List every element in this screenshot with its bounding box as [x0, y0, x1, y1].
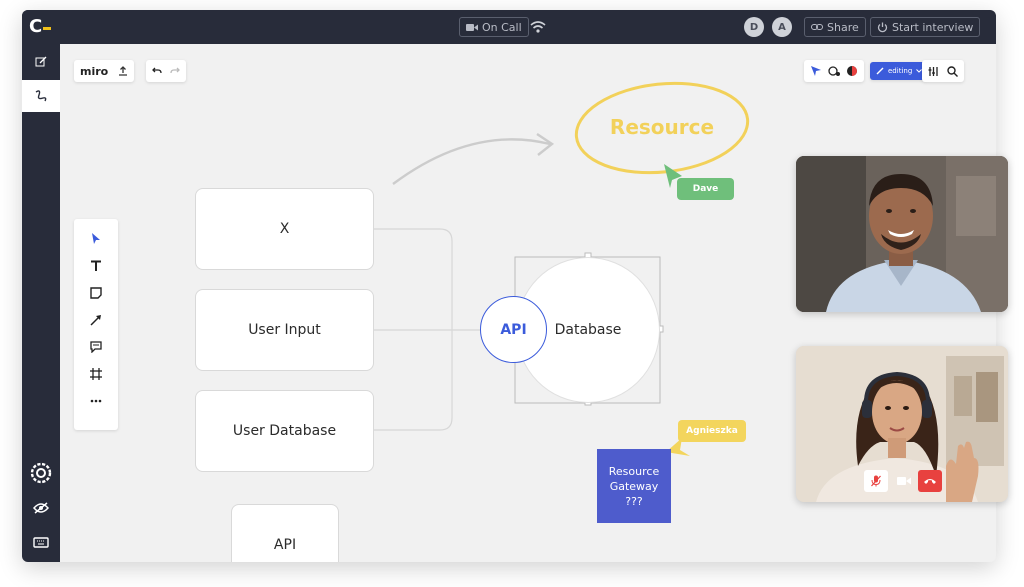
avatar[interactable]: D — [744, 17, 764, 37]
sticky-note-icon — [90, 286, 102, 299]
diagram-connectors — [374, 81, 750, 456]
resource-label[interactable]: Resource — [609, 115, 715, 139]
box-x[interactable]: X — [195, 188, 374, 270]
on-call-button[interactable]: On Call — [459, 17, 529, 37]
top-bar: On Call D A Share Start interview — [22, 10, 996, 44]
api-circle[interactable]: API — [480, 296, 547, 363]
redo-icon[interactable] — [170, 67, 180, 75]
filter-icon[interactable] — [928, 66, 939, 77]
box-user-input[interactable]: User Input — [195, 289, 374, 371]
notes-button[interactable] — [22, 46, 60, 78]
share-button[interactable]: Share — [804, 17, 866, 37]
visibility-button[interactable] — [22, 492, 60, 524]
sticky-note-resource-gateway[interactable]: Resource Gateway ??? — [597, 449, 671, 523]
timer-icon[interactable] — [846, 65, 858, 77]
camera-toggle-button[interactable] — [892, 470, 916, 492]
box-user-database[interactable]: User Database — [195, 390, 374, 472]
collaboration-toolbar — [804, 60, 864, 82]
draw-icon — [35, 90, 47, 102]
power-icon — [877, 22, 888, 32]
comment-tool[interactable] — [74, 333, 118, 360]
on-call-label: On Call — [482, 20, 522, 34]
eye-hidden-icon — [33, 502, 49, 514]
keyboard-button[interactable] — [22, 526, 60, 558]
keyboard-icon — [33, 537, 49, 548]
sticky-note-tool[interactable] — [74, 279, 118, 306]
history-toolbar — [146, 60, 186, 82]
video-tile-participant-1[interactable] — [796, 156, 1008, 312]
upload-icon[interactable] — [118, 66, 128, 76]
hang-up-icon — [924, 479, 936, 484]
view-toolbar — [922, 60, 964, 82]
frame-icon — [90, 367, 102, 380]
settings-button[interactable] — [22, 457, 60, 489]
start-interview-button[interactable]: Start interview — [870, 17, 981, 37]
pencil-icon — [876, 67, 884, 75]
board-brand[interactable]: miro — [80, 64, 109, 78]
participant-video-man — [796, 156, 1008, 312]
video-tile-participant-2[interactable] — [796, 346, 1008, 502]
microphone-muted-icon — [871, 475, 881, 487]
tool-palette — [74, 219, 118, 430]
wifi-icon — [530, 19, 546, 38]
arrow-tool[interactable] — [74, 306, 118, 333]
end-call-button[interactable] — [918, 470, 942, 492]
cursor-icon — [92, 233, 100, 244]
avatar[interactable]: A — [772, 17, 792, 37]
editing-mode-dropdown[interactable]: editing — [870, 62, 929, 80]
app-logo: C — [29, 16, 52, 37]
more-tools-button[interactable] — [74, 387, 118, 414]
more-icon — [90, 399, 102, 402]
gear-icon — [30, 462, 52, 484]
video-camera-icon — [466, 23, 478, 31]
box-api[interactable]: API — [231, 504, 339, 562]
cursor-label-agnieszka: Agnieszka — [678, 420, 746, 442]
undo-icon[interactable] — [152, 67, 162, 75]
whiteboard-button[interactable] — [22, 80, 60, 112]
text-tool[interactable] — [74, 252, 118, 279]
mute-button[interactable] — [864, 470, 888, 492]
arrow-icon — [90, 314, 101, 326]
app-window: On Call D A Share Start interview C — [22, 10, 996, 562]
edit-icon — [35, 56, 47, 67]
left-sidebar: C — [22, 10, 60, 562]
participant-video-woman — [796, 346, 1008, 502]
comment-icon — [90, 340, 102, 353]
board-toolbar: miro — [74, 60, 135, 82]
select-tool[interactable] — [74, 225, 118, 252]
video-camera-icon — [897, 477, 911, 485]
search-icon[interactable] — [947, 65, 958, 77]
reactions-icon[interactable] — [828, 65, 840, 77]
chevron-down-icon — [916, 69, 923, 73]
link-icon — [811, 24, 823, 30]
cursor-label-dave: Dave — [677, 178, 734, 200]
pointer-icon[interactable] — [810, 65, 822, 77]
text-icon — [91, 260, 101, 271]
frame-tool[interactable] — [74, 360, 118, 387]
